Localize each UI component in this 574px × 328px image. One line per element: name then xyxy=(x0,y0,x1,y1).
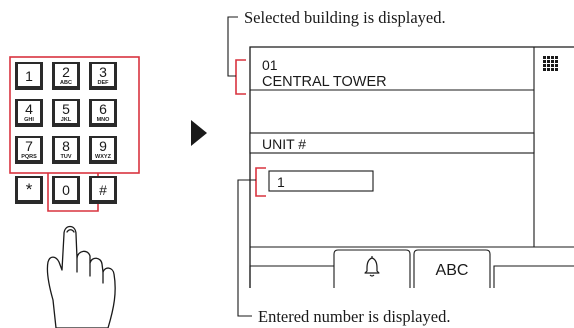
bottom-callout-leader xyxy=(237,179,256,317)
key-star[interactable]: * xyxy=(15,176,43,204)
bottom-button-right[interactable] xyxy=(493,265,574,288)
pointing-hand-icon xyxy=(46,225,116,328)
bottom-button-left[interactable] xyxy=(249,265,334,288)
key-letters: PQRS xyxy=(21,154,37,160)
building-name: CENTRAL TOWER xyxy=(262,74,387,90)
bell-icon xyxy=(364,256,380,277)
key-digit: * xyxy=(26,180,33,199)
top-callout-leader xyxy=(227,16,238,77)
key-digit: 5 xyxy=(62,101,70,117)
keypad-grid-icon[interactable] xyxy=(543,56,558,71)
top-callout-text: Selected building is displayed. xyxy=(244,8,446,27)
key-hash[interactable]: # xyxy=(89,176,117,204)
screen-frame xyxy=(249,46,574,288)
key-digit: 8 xyxy=(62,138,70,154)
top-callout: Selected building is displayed. xyxy=(227,8,446,95)
unit-number-field[interactable] xyxy=(268,170,374,192)
key-digit: # xyxy=(99,182,107,198)
key-letters: TUV xyxy=(61,154,72,160)
top-callout-bracket xyxy=(235,59,246,95)
key-letters: GHI xyxy=(24,117,34,123)
unit-label-box xyxy=(249,132,535,154)
key-letters: JKL xyxy=(61,117,72,123)
building-number: 01 xyxy=(262,57,278,73)
key-letters: MNO xyxy=(97,117,111,123)
unit-number-value: 1 xyxy=(277,174,285,190)
bottom-callout-bracket xyxy=(255,167,266,197)
key-digit: 2 xyxy=(62,64,70,80)
arrow-right-icon xyxy=(191,120,207,146)
key-letters: DEF xyxy=(98,80,110,86)
abc-button[interactable] xyxy=(413,249,491,288)
bottom-callout: Entered number is displayed. xyxy=(237,167,450,326)
key-digit: 6 xyxy=(99,101,107,117)
key-digit: 1 xyxy=(25,68,33,84)
key-1[interactable]: 1 xyxy=(15,62,43,90)
bell-button[interactable] xyxy=(333,249,411,288)
abc-button-label: ABC xyxy=(436,262,469,279)
key-letters: ABC xyxy=(60,80,72,86)
key-0[interactable]: 0 xyxy=(52,176,80,204)
key-digit: 9 xyxy=(99,138,107,154)
key-digit: 4 xyxy=(25,101,33,117)
display-screen: UNIT # 01 CENTRAL TOWER 1 ABC xyxy=(249,46,574,288)
keypad-highlight-box xyxy=(9,56,140,174)
key-letters: WXYZ xyxy=(95,154,112,160)
key-digit: 0 xyxy=(62,182,70,198)
unit-label: UNIT # xyxy=(262,136,306,152)
key-digit: 7 xyxy=(25,138,33,154)
bottom-callout-text: Entered number is displayed. xyxy=(258,307,450,326)
key-digit: 3 xyxy=(99,64,107,80)
